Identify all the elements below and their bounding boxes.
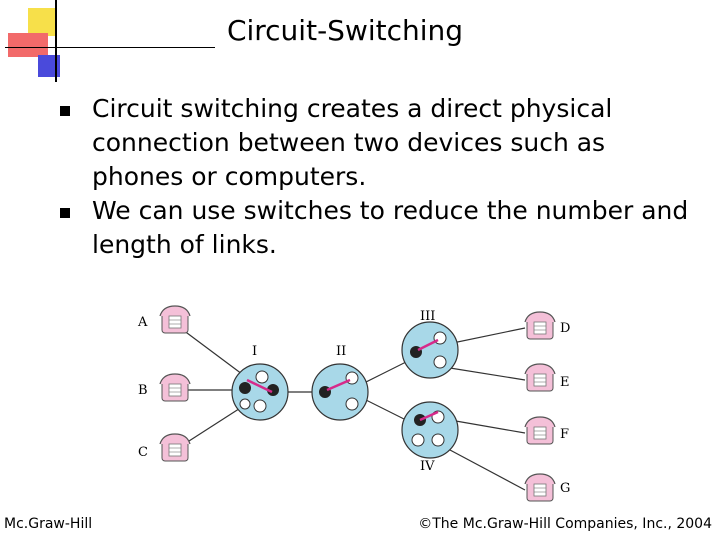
phone-icon <box>524 311 556 340</box>
bullet-text: Circuit switching creates a direct physi… <box>92 94 613 191</box>
red-square <box>8 33 48 57</box>
horizontal-line <box>5 47 215 48</box>
switch-III <box>401 321 459 379</box>
bullet-item: Circuit switching creates a direct physi… <box>60 92 700 194</box>
switch-I <box>231 363 289 421</box>
switch-label: II <box>336 344 346 359</box>
footer-publisher: Mc.Graw-Hill <box>4 516 93 532</box>
phone-icon <box>159 305 191 334</box>
phone-icon <box>524 363 556 392</box>
phone-icon <box>159 373 191 402</box>
switch-label: IV <box>420 459 435 474</box>
device-label: B <box>138 383 148 398</box>
bullet-list: Circuit switching creates a direct physi… <box>60 92 700 262</box>
yellow-square <box>28 8 56 36</box>
device-label: E <box>560 375 570 390</box>
phone-icon <box>524 473 556 502</box>
switch-label: I <box>252 344 257 359</box>
bullet-square-icon <box>60 106 70 116</box>
circuit-switch-diagram: A B C D E F G I II III IV <box>137 305 570 502</box>
switch-II <box>311 363 369 421</box>
device-label: A <box>137 315 148 330</box>
device-label: F <box>560 427 569 442</box>
blue-square <box>38 55 60 77</box>
switch-IV <box>401 401 459 459</box>
bullet-item: We can use switches to reduce the number… <box>60 194 700 262</box>
device-label: C <box>138 445 148 460</box>
footer-copyright: ©The Mc.Graw-Hill Companies, Inc., 2004 <box>418 516 712 532</box>
bullet-text: We can use switches to reduce the number… <box>92 196 689 259</box>
device-label: G <box>560 481 570 496</box>
device-label: D <box>560 321 570 336</box>
bullet-square-icon <box>60 208 70 218</box>
slide-title: Circuit-Switching <box>226 14 464 47</box>
corner-decoration <box>0 0 215 85</box>
switch-label: III <box>420 309 435 324</box>
phone-icon <box>524 416 556 445</box>
phone-icon <box>159 433 191 462</box>
vertical-line <box>55 0 57 82</box>
